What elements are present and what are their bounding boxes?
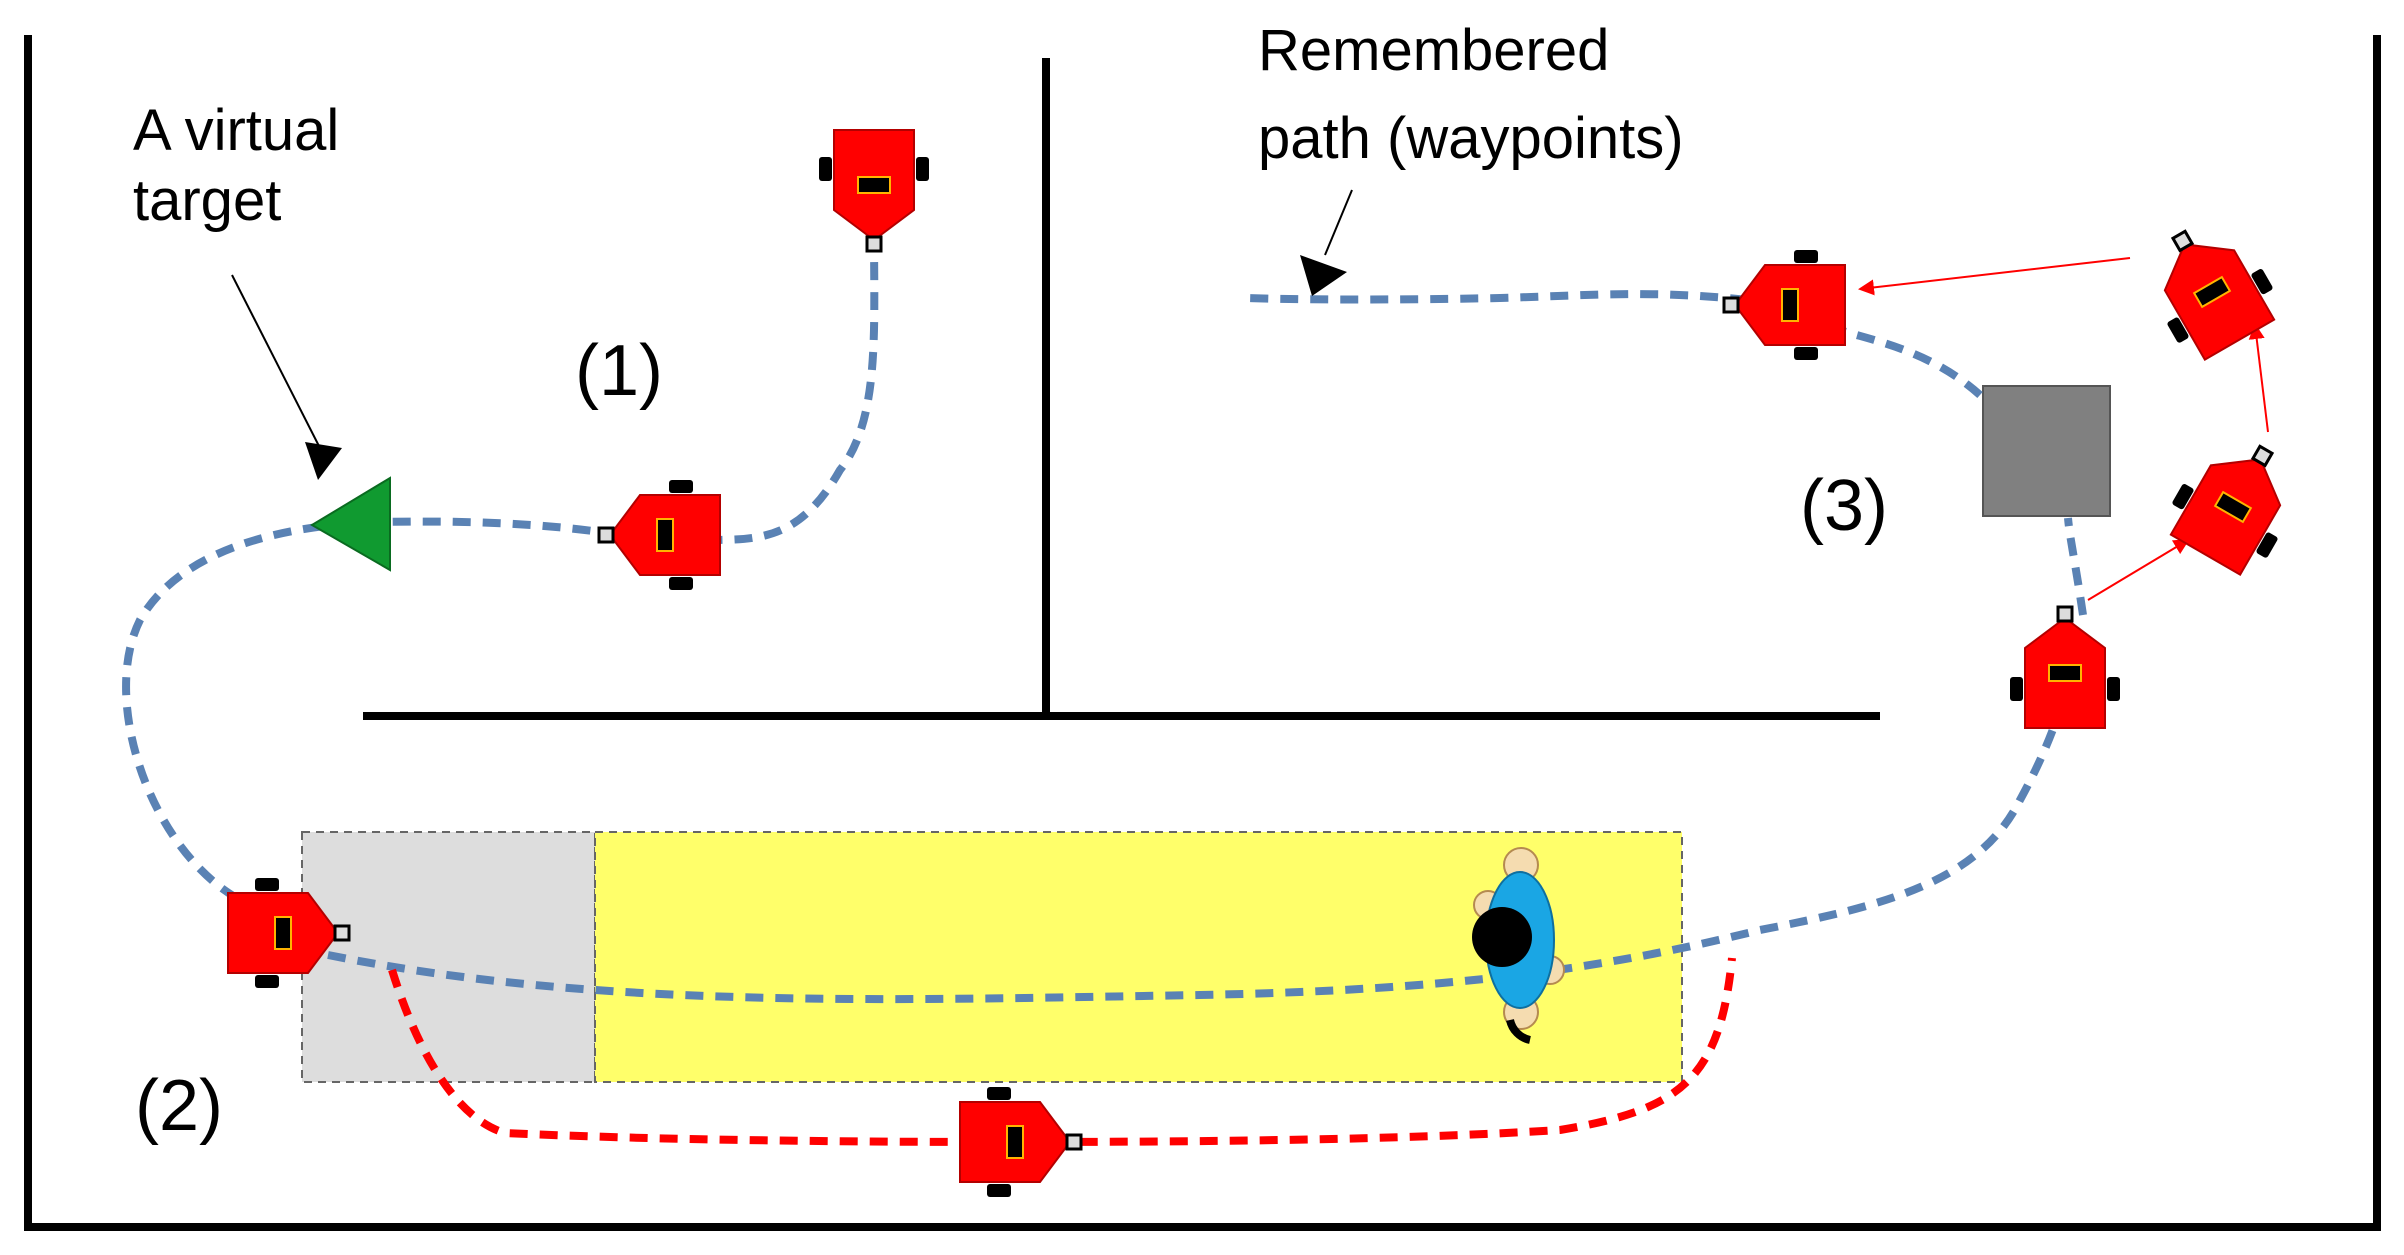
- virtual-target-icon: [310, 476, 391, 572]
- scenario-2-label: (2): [135, 1066, 223, 1146]
- robot-icon: [2008, 605, 2122, 730]
- virtual-target-label: A virtual target: [133, 98, 355, 233]
- motion-arrows: [1858, 257, 2269, 601]
- robot-icon: [2156, 420, 2316, 584]
- robot-icon: [2129, 205, 2289, 369]
- robot-icon: [958, 1085, 1083, 1199]
- obstacle-box: [1982, 385, 2111, 517]
- robot-icon: [817, 128, 931, 253]
- person-icon: [1472, 847, 1565, 1044]
- robot-icon: [1722, 248, 1847, 362]
- scenario-3-label: (3): [1800, 466, 1888, 546]
- safety-zone: [301, 831, 596, 1083]
- robot-icon: [597, 478, 722, 592]
- scenario-1-label: (1): [575, 331, 663, 411]
- pointers: [231, 189, 1353, 480]
- remembered-path-label: Remembered path (waypoints): [1258, 18, 1684, 171]
- walls: [24, 35, 2381, 1231]
